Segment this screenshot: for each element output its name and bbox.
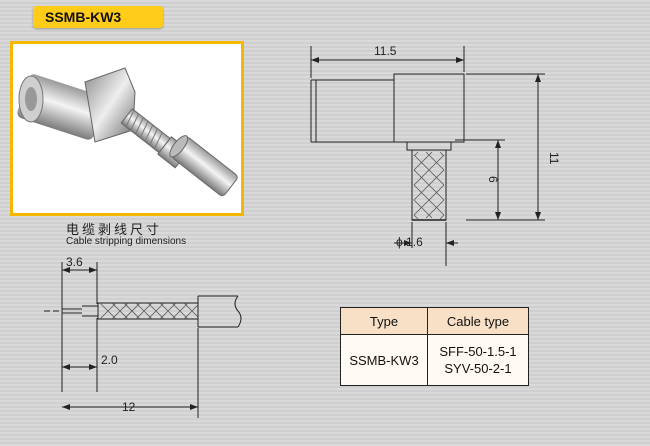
cable-type-1: SFF-50-1.5-1 xyxy=(439,344,517,359)
cable-outline xyxy=(44,295,242,328)
cell-cable-types: SFF-50-1.5-1 SYV-50-2-1 xyxy=(427,334,529,386)
spec-table: Type Cable type SSMB-KW3 SFF-50-1.5-1 SY… xyxy=(340,307,529,386)
product-photo xyxy=(10,41,244,216)
dim-strip-total: 12 xyxy=(122,400,136,414)
dim-height: 11 xyxy=(547,152,561,165)
dim-pin-height: 6 xyxy=(486,176,500,183)
product-title: SSMB-KW3 xyxy=(33,6,163,28)
cable-dimension-lines xyxy=(61,262,199,418)
cell-type: SSMB-KW3 xyxy=(340,334,428,386)
header-cable-type: Cable type xyxy=(427,307,529,335)
connector-dimension-lines xyxy=(310,46,545,266)
caption-english: Cable stripping dimensions xyxy=(66,236,187,247)
header-type: Type xyxy=(340,307,428,335)
dim-length: 11.5 xyxy=(374,44,397,58)
dim-strip-short: 3.6 xyxy=(66,255,83,269)
cable-type-2: SYV-50-2-1 xyxy=(444,361,512,376)
connector-outline xyxy=(310,73,465,221)
dim-pin-diameter: ϕ 1.6 xyxy=(396,235,423,249)
dim-strip-inner: 2.0 xyxy=(101,353,118,367)
caption-chinese: 电缆剥线尺寸 xyxy=(66,223,163,238)
